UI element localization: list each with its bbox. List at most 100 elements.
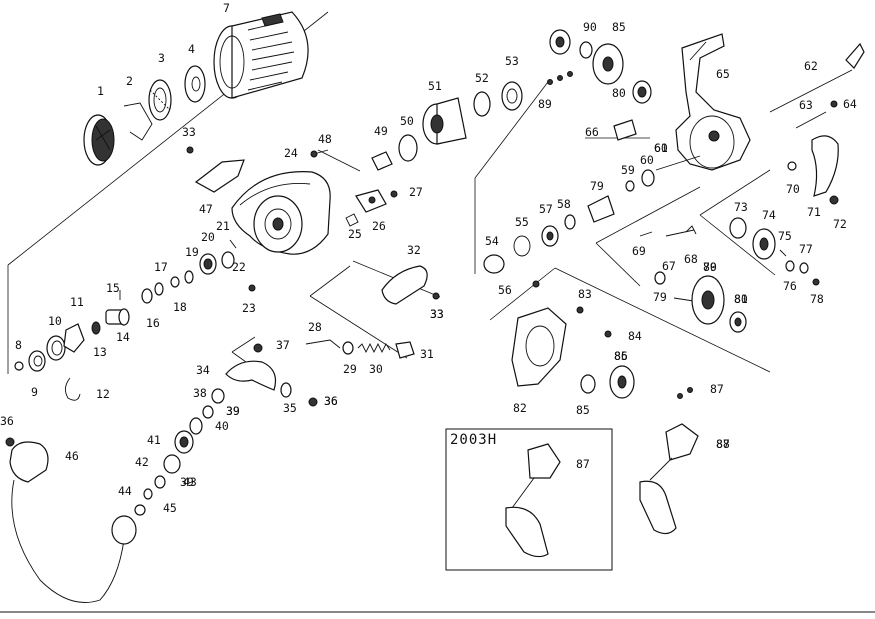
- part-label-68: 68: [684, 252, 698, 266]
- part-43-washer: [143, 488, 153, 500]
- part-label-79: 79: [590, 179, 604, 193]
- part-16-nut: [141, 288, 153, 304]
- part-label-42: 42: [135, 455, 149, 469]
- part-33-screw-top: [186, 146, 194, 154]
- part-68-pin: [639, 231, 653, 237]
- part-70-foot: [811, 135, 839, 197]
- part-label-56: 56: [498, 283, 512, 297]
- part-label-30: 30: [369, 362, 383, 376]
- part-40-collar: [189, 417, 203, 435]
- part-7-spool: [213, 11, 309, 99]
- part-labels: 1234789101112131415161718192021222324252…: [0, 1, 857, 515]
- part-label-32: 32: [407, 243, 421, 257]
- part-label-53: 53: [505, 54, 519, 68]
- part-87-handle: [639, 423, 699, 535]
- part-label-15: 15: [106, 281, 120, 295]
- part-64-body: [675, 33, 751, 171]
- part-79-pinion: [587, 195, 615, 223]
- part-label-64: 64: [843, 97, 857, 111]
- part-label-34: 34: [196, 363, 210, 377]
- part-label-21: 21: [216, 219, 230, 233]
- part-label-11: 11: [70, 295, 84, 309]
- part-90-cap: [549, 29, 571, 55]
- part-label-84: 84: [628, 329, 642, 343]
- part-label-49: 49: [374, 124, 388, 138]
- part-1-drag-knob: [83, 114, 115, 166]
- part-29-bushing: [342, 341, 354, 355]
- part-label-77: 77: [799, 242, 813, 256]
- part-label-66: 66: [585, 125, 599, 139]
- part-26-bail-holder: [355, 189, 387, 213]
- part-76-bushing: [799, 262, 809, 274]
- part-63-screw: [830, 100, 838, 108]
- part-label-36: 36: [324, 394, 338, 408]
- part-label-1: 1: [97, 84, 104, 98]
- part-label-85: 85: [576, 403, 590, 417]
- part-36-screw: [5, 437, 15, 447]
- part-19-washer: [184, 270, 194, 284]
- part-label-71: 71: [807, 205, 821, 219]
- part-3-drag-washer: [148, 79, 172, 121]
- part-label-79: 79: [653, 290, 667, 304]
- part-label-78: 78: [810, 292, 824, 306]
- part-label-39: 39: [180, 475, 194, 489]
- part-72-washer: [729, 217, 747, 239]
- part-80-bearing: [729, 311, 747, 333]
- part-label-87: 87: [716, 437, 730, 451]
- part-53-collar: [483, 254, 505, 274]
- part-35-screw: [280, 382, 292, 398]
- part-label-85: 85: [612, 20, 626, 34]
- part-label-22: 22: [232, 260, 246, 274]
- part-80-bearing-top: [632, 80, 652, 104]
- part-label-60: 60: [640, 153, 654, 167]
- part-30-spring: [357, 342, 391, 354]
- part-label-79: 79: [703, 260, 717, 274]
- part-label-80: 80: [703, 260, 717, 274]
- part-65-plate: [613, 119, 637, 141]
- part-21-pin: [229, 239, 237, 249]
- part-77-screw: [812, 278, 820, 286]
- part-label-33: 33: [430, 307, 444, 321]
- part-49-oring: [398, 134, 418, 162]
- part-24-rotor: [231, 171, 331, 255]
- part-59-bearing: [641, 169, 655, 187]
- part-label-20: 20: [201, 230, 215, 244]
- part-label-80: 80: [612, 86, 626, 100]
- part-label-55: 55: [515, 215, 529, 229]
- part-73-gear: [752, 228, 776, 260]
- part-label-50: 50: [400, 114, 414, 128]
- part-label-44: 44: [118, 484, 132, 498]
- part-12-spring: [65, 377, 81, 401]
- part-label-24: 24: [284, 146, 298, 160]
- part-22-washer: [221, 251, 235, 269]
- part-56-bearing: [541, 225, 559, 247]
- part-label-17: 17: [154, 260, 168, 274]
- part-75-washer: [785, 260, 795, 272]
- part-label-80: 80: [734, 292, 748, 306]
- part-label-26: 26: [372, 219, 386, 233]
- part-label-88: 88: [716, 437, 730, 451]
- part-label-87: 87: [576, 457, 590, 471]
- part-66-lever: [665, 229, 695, 237]
- part-label-10: 10: [48, 314, 62, 328]
- part-label-19: 19: [185, 245, 199, 259]
- part-85-gear-top: [592, 43, 624, 85]
- part-label-89: 89: [538, 97, 552, 111]
- part-58-washer: [625, 180, 635, 192]
- part-79-main-gear: [673, 275, 725, 325]
- part-label-65: 65: [716, 67, 730, 81]
- part-31-knob: [395, 341, 415, 359]
- part-label-36: 36: [324, 394, 338, 408]
- part-78-bushing: [654, 271, 666, 285]
- part-89-washer: [579, 41, 593, 59]
- part-label-73: 73: [734, 200, 748, 214]
- part-4-washer: [184, 65, 206, 103]
- part-46-clip: [194, 159, 245, 193]
- part-label-31: 31: [420, 347, 434, 361]
- part-label-47: 47: [199, 202, 213, 216]
- part-9-washer: [28, 350, 46, 372]
- part-label-74: 74: [762, 208, 776, 222]
- part-label-37: 37: [276, 338, 290, 352]
- part-label-51: 51: [428, 79, 442, 93]
